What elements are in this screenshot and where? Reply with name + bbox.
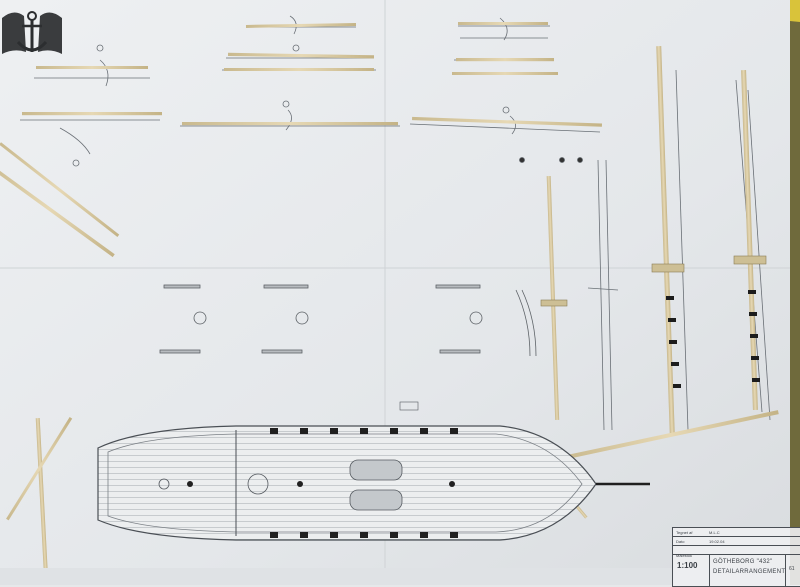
drawn-by-label: Tegnet af [676, 530, 693, 535]
small-fittings [159, 157, 583, 357]
wooden-yards [0, 22, 603, 258]
drawing-title: GÖTHEBORG "432" [713, 559, 773, 565]
drawn-by-value: M.L.C [709, 530, 720, 535]
title-block: Tegnet af M.L.C Dato 19.02.04 Målestok 1… [672, 527, 800, 587]
date-value: 19.02.04 [709, 539, 725, 544]
scale-label: Målestok [676, 553, 693, 558]
date-label: Dato [676, 539, 685, 544]
drawing-subtitle: DETAILARRANGEMENT [713, 569, 786, 575]
drawing-number: 61 [789, 566, 795, 572]
ship-deck-plan [97, 401, 650, 541]
scale-value: 1:100 [677, 561, 698, 570]
anchor-logo [2, 11, 62, 55]
